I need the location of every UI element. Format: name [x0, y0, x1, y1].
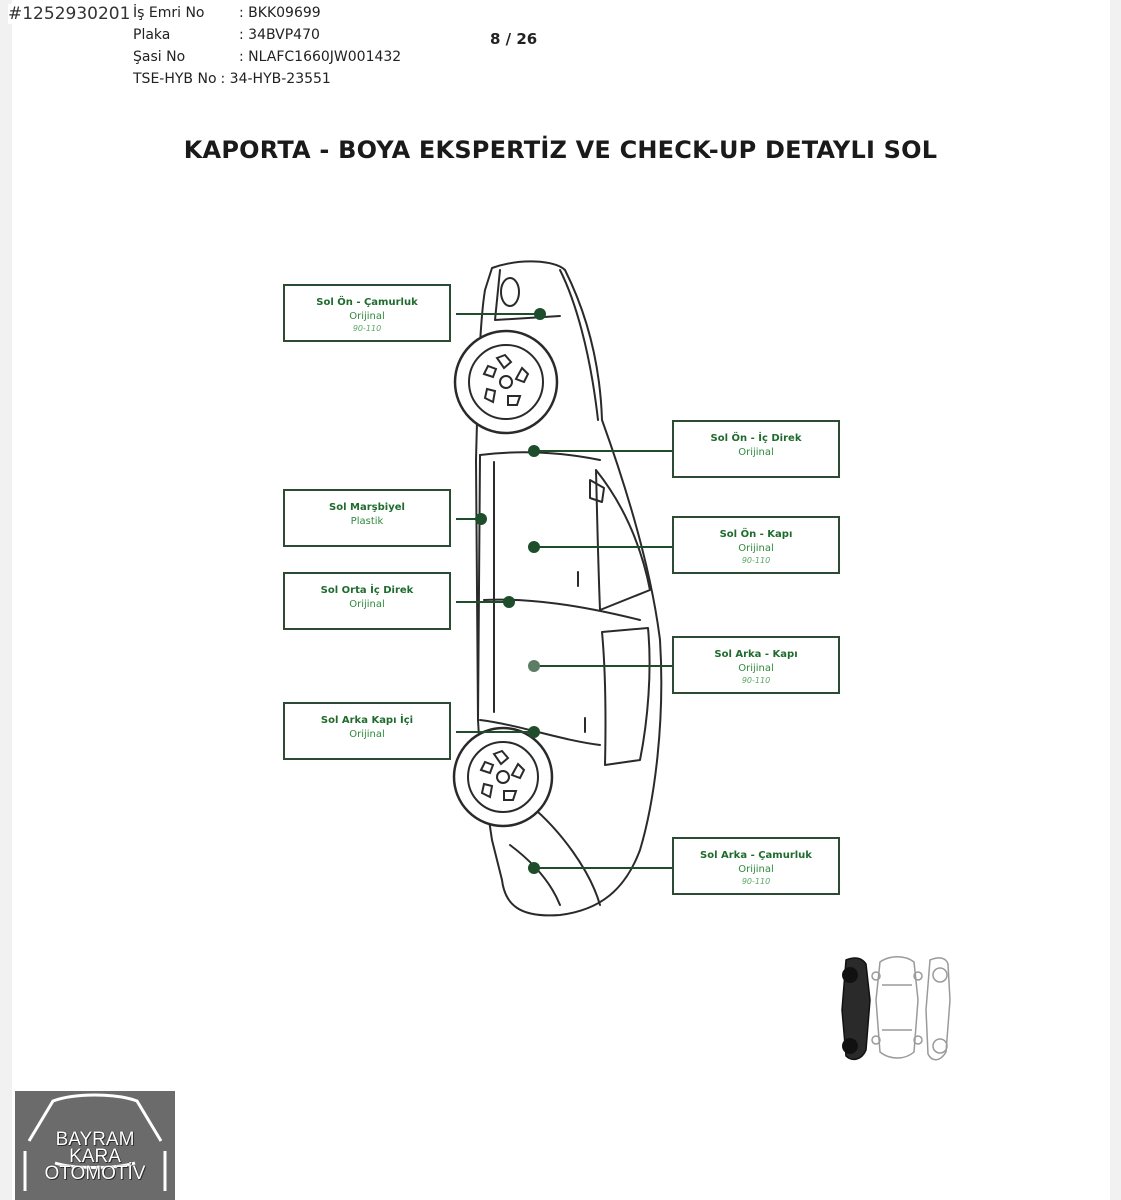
part-card-sol-on-camurluk: Sol Ön - Çamurluk Orijinal 90-110	[283, 284, 451, 342]
logo-line: OTOMOTİV	[44, 1163, 146, 1184]
part-thickness-range: 90-110	[741, 877, 771, 886]
top-view-thumbnail-icon	[871, 956, 923, 1059]
meta-row: Plaka : 34BVP470	[133, 24, 401, 46]
part-name: Sol Ön - Çamurluk	[316, 297, 418, 308]
part-status: Orijinal	[738, 447, 774, 458]
car-outline-icon	[475, 260, 663, 917]
logo-line: KARA	[69, 1146, 121, 1167]
meta-label: TSE-HYB No	[133, 71, 217, 87]
part-card-sol-on-kapi: Sol Ön - Kapı Orijinal 90-110	[672, 516, 840, 574]
part-status: Plastik	[350, 516, 384, 527]
front-wheel-icon	[453, 329, 559, 435]
connector-lines	[456, 313, 672, 869]
point-marker	[528, 726, 540, 738]
point-marker	[528, 862, 540, 874]
meta-row: TSE-HYB No : 34-HYB-23551	[133, 68, 401, 90]
part-name: Sol Ön - Kapı	[719, 529, 793, 540]
part-name: Sol Arka - Çamurluk	[700, 850, 812, 861]
meta-row: Şasi No : NLAFC1660JW001432	[133, 46, 401, 68]
part-card-sol-arka-kapi: Sol Arka - Kapı Orijinal 90-110	[672, 636, 840, 694]
meta-value: : NLAFC1660JW001432	[239, 49, 402, 65]
part-name: Sol Ön - İç Direk	[710, 433, 802, 444]
inspection-points	[475, 308, 546, 874]
dealer-logo: BAYRAM KARA OTOMOTİV	[15, 1091, 175, 1200]
car-silhouette-icon	[23, 1093, 167, 1191]
point-marker	[528, 445, 540, 457]
point-marker	[534, 308, 546, 320]
meta-label: Plaka	[133, 27, 171, 43]
meta-value: : 34-HYB-23551	[220, 71, 331, 87]
point-marker	[475, 513, 487, 525]
part-name: Sol Orta İç Direk	[320, 585, 414, 596]
part-name: Sol Marşbiyel	[329, 502, 405, 513]
meta-row: İş Emri No : BKK09699	[133, 2, 401, 24]
listing-id: #1252930201	[8, 4, 131, 24]
report-meta: İş Emri No : BKK09699 Plaka : 34BVP470 Ş…	[133, 2, 401, 90]
page-title: KAPORTA - BOYA EKSPERTİZ VE CHECK-UP DET…	[183, 136, 938, 164]
part-status: Orijinal	[738, 663, 774, 674]
left-view-thumbnail-icon	[841, 957, 871, 1061]
part-name: Sol Arka - Kapı	[714, 649, 798, 660]
view-thumbnails	[841, 956, 951, 1061]
part-thickness-range: 90-110	[741, 556, 771, 565]
dealer-wordmark: BAYRAM KARA OTOMOTİV	[15, 1129, 175, 1184]
part-card-sol-arka-camurluk: Sol Arka - Çamurluk Orijinal 90-110	[672, 837, 840, 895]
part-card-sol-marsbiyel: Sol Marşbiyel Plastik	[283, 489, 451, 547]
meta-label: İş Emri No	[133, 5, 205, 21]
part-status: Orijinal	[738, 864, 774, 875]
part-status: Orijinal	[738, 543, 774, 554]
logo-line: BAYRAM	[55, 1129, 135, 1150]
part-thickness-range: 90-110	[352, 324, 382, 333]
part-status: Orijinal	[349, 311, 385, 322]
point-marker	[528, 660, 540, 672]
point-marker	[528, 541, 540, 553]
part-thickness-range: 90-110	[741, 676, 771, 685]
part-status: Orijinal	[349, 729, 385, 740]
meta-value: : BKK09699	[239, 5, 321, 21]
part-status: Orijinal	[349, 599, 385, 610]
meta-value: : 34BVP470	[239, 27, 320, 43]
page-indicator: 8 / 26	[490, 30, 538, 48]
part-card-sol-orta-ic-direk: Sol Orta İç Direk Orijinal	[283, 572, 451, 630]
right-view-thumbnail-icon	[925, 957, 951, 1061]
meta-label: Şasi No	[133, 49, 186, 65]
part-name: Sol Arka Kapı İçi	[320, 715, 414, 726]
part-card-sol-on-ic-direk: Sol Ön - İç Direk Orijinal	[672, 420, 840, 478]
rear-wheel-icon	[452, 726, 554, 828]
point-marker	[503, 596, 515, 608]
part-card-sol-arka-kapi-ici: Sol Arka Kapı İçi Orijinal	[283, 702, 451, 760]
